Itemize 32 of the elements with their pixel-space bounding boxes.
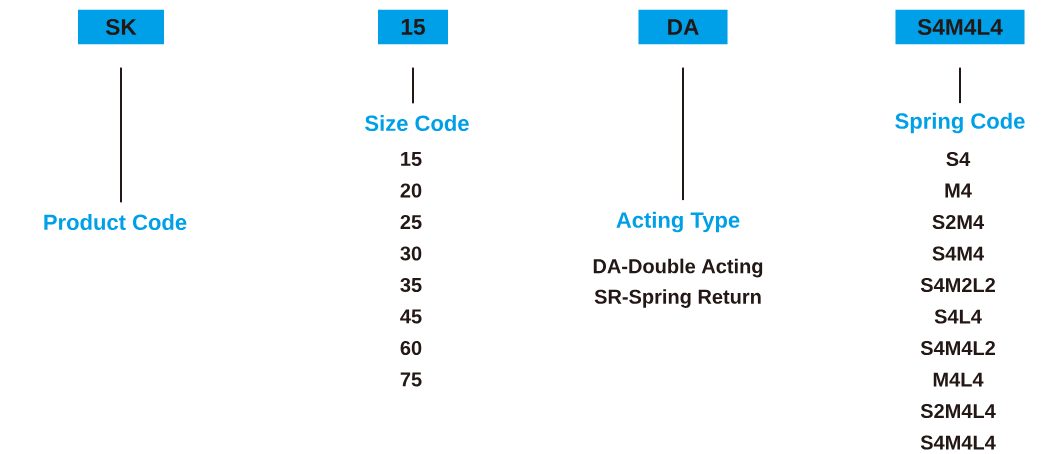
option-value: S4 xyxy=(946,151,971,167)
option-value: 35 xyxy=(400,277,422,293)
option-value: M4L4 xyxy=(933,372,984,387)
option-value: 25 xyxy=(400,214,422,230)
code-box: SK xyxy=(78,9,164,45)
field-heading: Spring Code xyxy=(895,112,1025,134)
connector-line xyxy=(412,66,414,105)
option-value: 15 xyxy=(401,152,422,166)
option-value: S4M4L2 xyxy=(920,340,995,356)
option-value: S2M4L4 xyxy=(920,403,996,419)
option-value: 75 xyxy=(400,372,422,387)
connector-line xyxy=(120,66,122,204)
field-heading: Size Code xyxy=(365,114,469,132)
field-heading: Product Code xyxy=(44,213,187,231)
option-value: S2M4 xyxy=(932,214,985,230)
code-box: 15 xyxy=(378,9,448,45)
option-value: M4 xyxy=(945,183,972,198)
option-value: S4L4 xyxy=(934,309,982,324)
code-box: S4M4L4 xyxy=(895,9,1025,45)
option-value: S4M4 xyxy=(932,246,985,261)
connector-line xyxy=(682,66,684,202)
option-value: DA-Double Acting xyxy=(593,258,763,278)
option-value: S4M4L4 xyxy=(920,435,996,450)
option-value: 45 xyxy=(400,309,422,324)
option-value: 60 xyxy=(400,340,422,356)
option-value: S4M2L2 xyxy=(920,277,995,293)
option-value: SR-Spring Return xyxy=(594,289,761,308)
option-value: 20 xyxy=(400,183,422,198)
code-box: DA xyxy=(638,9,728,45)
connector-line xyxy=(959,66,961,105)
field-heading: Acting Type xyxy=(616,211,740,233)
option-value: 30 xyxy=(400,246,422,261)
